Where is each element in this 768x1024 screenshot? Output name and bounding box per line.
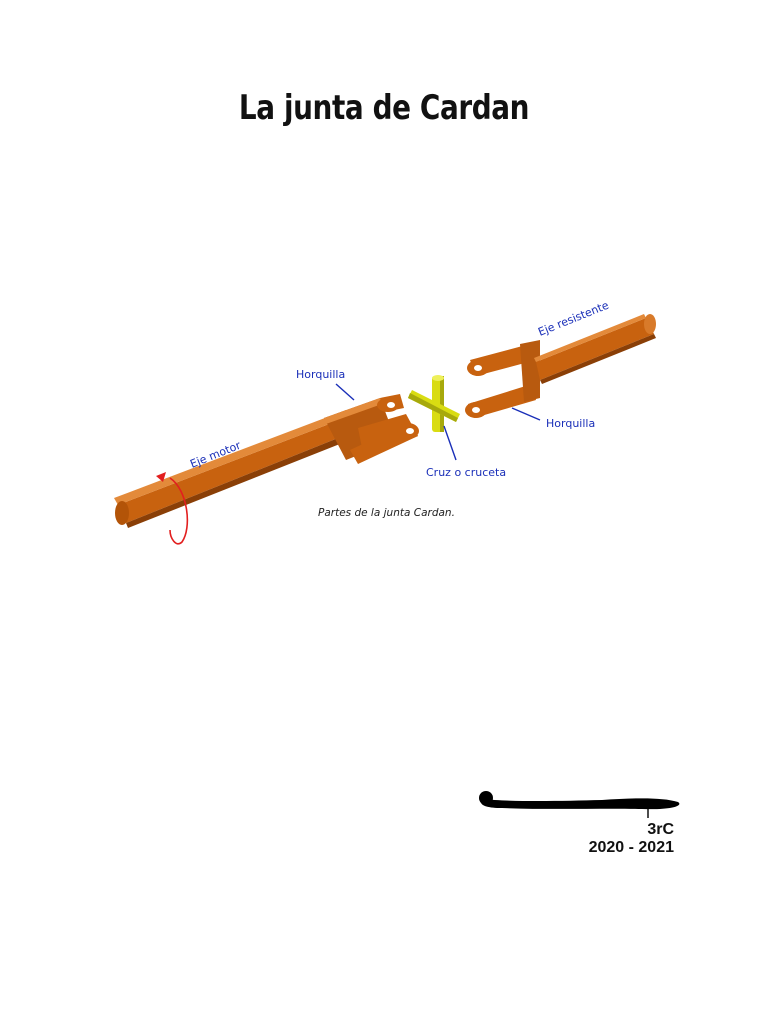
cardan-joint-svg: Horquilla Horquilla Eje motor Eje resist…: [114, 299, 656, 545]
class-code: 3rC: [647, 821, 674, 838]
cruz-cruceta: [408, 375, 460, 432]
eje-resistente-shaft: [534, 314, 656, 384]
label-horquilla-right: Horquilla: [546, 417, 595, 430]
school-year: 2020 - 2021: [588, 839, 674, 856]
horquilla-right-fork: [465, 340, 540, 418]
label-horquilla-left: Horquilla: [296, 368, 345, 381]
page-title: La junta de Cardan: [238, 88, 530, 128]
cardan-joint-illustration: Horquilla Horquilla Eje motor Eje resist…: [100, 290, 680, 550]
redacted-name-scribble: [479, 791, 680, 818]
rotation-arrow-icon: [156, 472, 189, 545]
horquilla-left-fork: [324, 394, 419, 464]
label-cruz: Cruz o cruceta: [426, 466, 506, 479]
figure-caption: Partes de la junta Cardan.: [318, 507, 455, 519]
